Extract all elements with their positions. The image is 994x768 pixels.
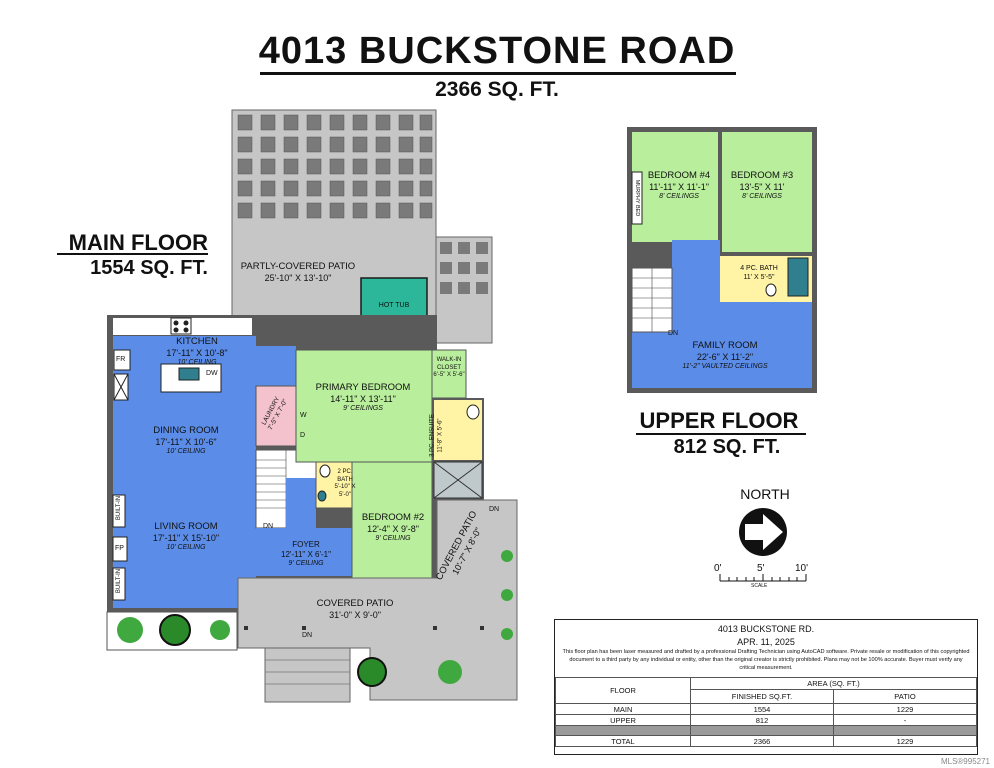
title-block-date: APR. 11, 2025 <box>737 637 795 647</box>
col-floor: FLOOR <box>555 677 691 704</box>
fridge <box>113 349 131 371</box>
dishwasher-label: DW <box>206 370 218 377</box>
shrub-icon <box>438 660 462 684</box>
dryer-label: D <box>300 432 306 439</box>
main-floor-underline <box>57 253 208 255</box>
scale-0-label: 0' <box>714 563 722 574</box>
upper-floor-area: 812 SQ. FT. <box>673 436 781 458</box>
shrub-icon <box>117 617 143 643</box>
murphy-bed-label: MURPHY BED <box>634 179 640 217</box>
partly-patio-label: PARTLY-COVERED PATIO 25'-10" X 13'-10" <box>240 261 356 283</box>
built-in-label-lower: BUILT-IN <box>116 568 123 594</box>
primary-bedroom-label: PRIMARY BEDROOM 14'-11" X 13'-11" 9' CEI… <box>315 382 411 413</box>
fireplace-label: FP <box>115 545 124 552</box>
north-arrow-icon <box>745 514 783 550</box>
bedroom-4-label: BEDROOM #4 11'-11" X 11'-1" 8' CEILINGS <box>647 170 711 201</box>
table-total-row: TOTAL 2366 1229 <box>555 735 977 747</box>
walk-in-closet <box>431 349 467 399</box>
bathtub <box>787 257 809 297</box>
tree-icon <box>159 614 191 646</box>
scale-5-label: 5' <box>757 563 765 574</box>
table-spacer-row <box>555 725 977 736</box>
title-block-address: 4013 BUCKSTONE RD. <box>717 624 815 634</box>
bedroom-3-label: BEDROOM #3 13'-5" X 11' 8' CEILINGS <box>730 170 794 201</box>
four-piece-bath-label: 4 PC. BATH 11' X 5'-5" <box>740 265 778 281</box>
upper-stairs-down-label: DN <box>668 330 679 337</box>
family-room-label: FAMILY ROOM 22'-6" X 11'-2" 11'-2" VAULT… <box>682 340 768 371</box>
bedroom-2 <box>351 461 433 579</box>
built-in-lower <box>112 567 126 601</box>
area-table: FLOOR AREA (SQ. FT.) FINISHED SQ.FT. PAT… <box>555 677 977 747</box>
bedroom-2-label: BEDROOM #2 12'-4" X 9'-8" 9' CEILING <box>361 512 425 543</box>
cooktop <box>170 317 192 335</box>
col-area: AREA (SQ. FT.) <box>690 677 977 690</box>
title-underline <box>260 72 736 75</box>
front-steps <box>264 647 351 703</box>
total-area: 2366 SQ. FT. <box>435 78 559 101</box>
shrub-icon <box>210 620 230 640</box>
hot-tub-label: HOT TUB <box>378 302 410 309</box>
built-in-label-upper: BUILT-IN <box>116 495 123 521</box>
col-patio: PATIO <box>833 689 977 704</box>
kitchen-sink <box>178 367 200 381</box>
main-floor-label: MAIN FLOOR <box>68 230 208 255</box>
patio-pavers-grid <box>237 114 433 219</box>
title-block: 4013 BUCKSTONE RD. APR. 11, 2025 This fl… <box>554 619 978 755</box>
table-row: MAIN 1554 1229 <box>555 703 977 715</box>
scale-10-label: 10' <box>795 563 809 574</box>
stairs-down-label: DN <box>263 523 274 530</box>
bedroom-3 <box>722 132 812 252</box>
laundry-room <box>255 385 297 447</box>
upper-floor-label: UPPER FLOOR <box>639 408 799 433</box>
foyer <box>256 528 352 576</box>
front-steps-down-label: DN <box>302 632 313 639</box>
living-room-label: LIVING ROOM 17'-11" X 15'-10" 10' CEILIN… <box>152 521 220 552</box>
walk-in-closet-label: WALK-IN CLOSET 6'-5" X 5'-6" <box>433 357 465 378</box>
fireplace <box>112 536 128 562</box>
side-deck-pavers <box>440 242 488 294</box>
washer-label: W <box>300 412 307 419</box>
built-in-upper <box>112 494 126 528</box>
mls-watermark: MLS®995271 <box>940 757 990 766</box>
north-label: NORTH <box>740 486 790 502</box>
kitchen-label: KITCHEN 17'-11" X 10'-8" 10' CEILING <box>166 336 228 367</box>
page-title: 4013 BUCKSTONE ROAD <box>258 30 736 72</box>
side-deck-down-label: DN <box>489 506 500 513</box>
murphy-bed <box>631 171 643 225</box>
ensuite-toilet <box>466 404 480 420</box>
dining-room-label: DINING ROOM 17'-11" X 10'-6" 10' CEILING <box>153 425 219 456</box>
two-piece-bath-label: 2 PC. BATH 5'-10" X 5'-0" <box>334 469 356 498</box>
upper-floor-underline <box>636 433 806 435</box>
shrub-icon <box>501 589 513 601</box>
covered-patio-label: COVERED PATIO 31'-0" X 9'-0" <box>316 598 394 620</box>
col-finished: FINISHED SQ.FT. <box>690 689 834 704</box>
scale-bar <box>719 574 807 582</box>
ensuite-label: 3 PC. ENSUITE 11'-8" X 5'-6" <box>429 414 444 457</box>
table-row: UPPER 812 - <box>555 714 977 726</box>
scale-caption: SCALE <box>751 583 768 589</box>
shrub-icon <box>501 550 513 562</box>
bedroom-4 <box>632 132 718 242</box>
main-floor-area: 1554 SQ. FT. <box>90 257 208 279</box>
tree-icon <box>357 657 387 687</box>
fridge-label: FR <box>116 356 126 363</box>
foyer-label: FOYER 12'-11" X 6'-1" 9' CEILING <box>281 540 331 567</box>
shrub-icon <box>501 628 513 640</box>
title-block-disclaimer: This floor plan has been laser measured … <box>562 649 970 671</box>
